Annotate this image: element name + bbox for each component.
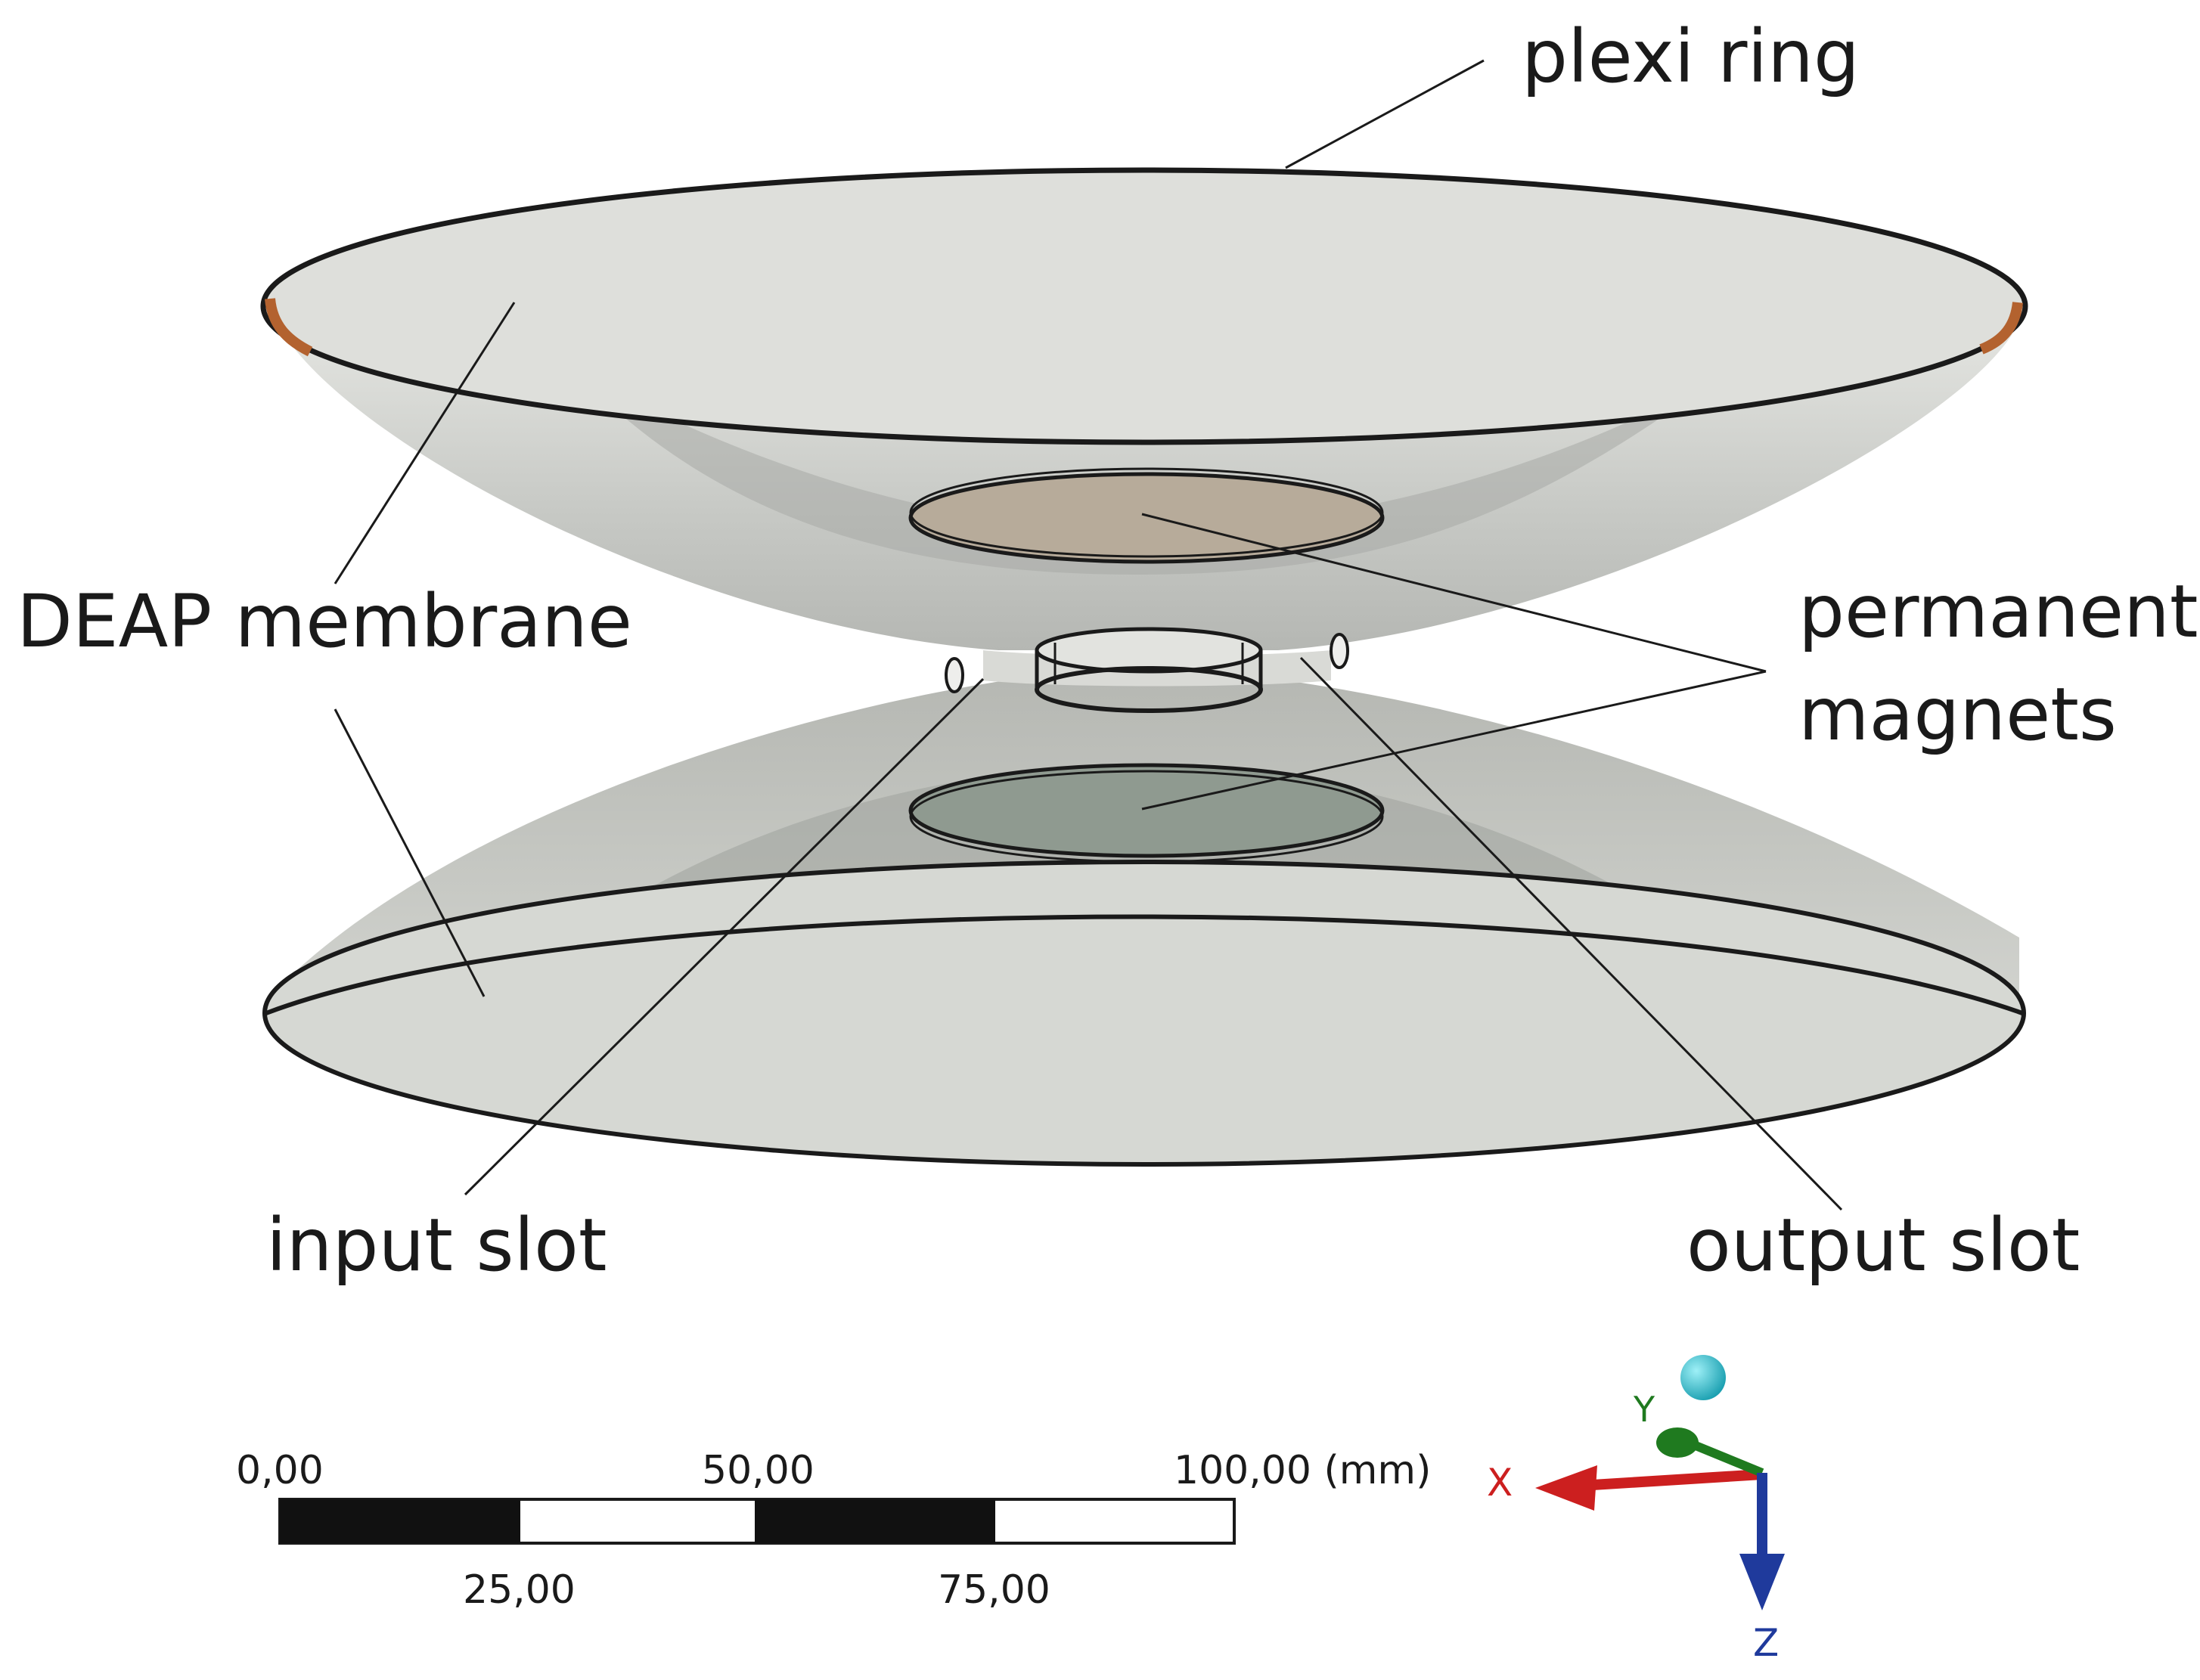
scale-tick-100: 100,00 (mm) — [1174, 1448, 1431, 1493]
iso-view-ball-icon[interactable] — [1680, 1355, 1726, 1400]
lower-membrane — [262, 680, 2026, 1167]
z-axis-label: Z — [1753, 1621, 1779, 1665]
coordinate-triad: X Y Z — [1487, 1355, 1785, 1665]
y-axis-knob-icon — [1656, 1427, 1699, 1458]
central-coupling — [945, 627, 1349, 713]
plexi-ring-label: plexi ring — [1522, 14, 1860, 99]
lower-rim — [262, 860, 2026, 1167]
output-slot-marker — [1330, 633, 1349, 669]
input-slot-label: input slot — [266, 1203, 607, 1288]
scale-tick-75: 75,00 — [938, 1567, 1050, 1613]
upper-membrane — [260, 167, 2028, 650]
plexi-ring — [260, 167, 2028, 445]
permanent-magnets-label-line2: magnets — [1798, 672, 2117, 757]
permanent-magnets-label-line1: permanent — [1798, 569, 2198, 654]
scale-bar: 0,00 50,00 100,00 (mm) 25,00 75,00 — [236, 1448, 1431, 1613]
lower-magnet — [908, 763, 1385, 858]
scale-tick-0: 0,00 — [236, 1448, 324, 1493]
deap-membrane-label: DEAP membrane — [17, 579, 632, 664]
x-axis-label: X — [1487, 1461, 1513, 1505]
output-slot-label: output slot — [1686, 1203, 2080, 1288]
scale-tick-50: 50,00 — [702, 1448, 815, 1493]
z-axis-arrow-icon — [1739, 1554, 1785, 1610]
y-axis-label: Y — [1633, 1389, 1655, 1430]
x-axis-arrow-icon — [1535, 1465, 1597, 1511]
upper-magnet — [908, 472, 1385, 564]
leader-lines — [334, 59, 1843, 1211]
annotations: plexi ring DEAP membrane permanent magne… — [17, 14, 2198, 1288]
scale-tick-25: 25,00 — [463, 1567, 576, 1613]
input-slot-marker — [945, 657, 964, 693]
